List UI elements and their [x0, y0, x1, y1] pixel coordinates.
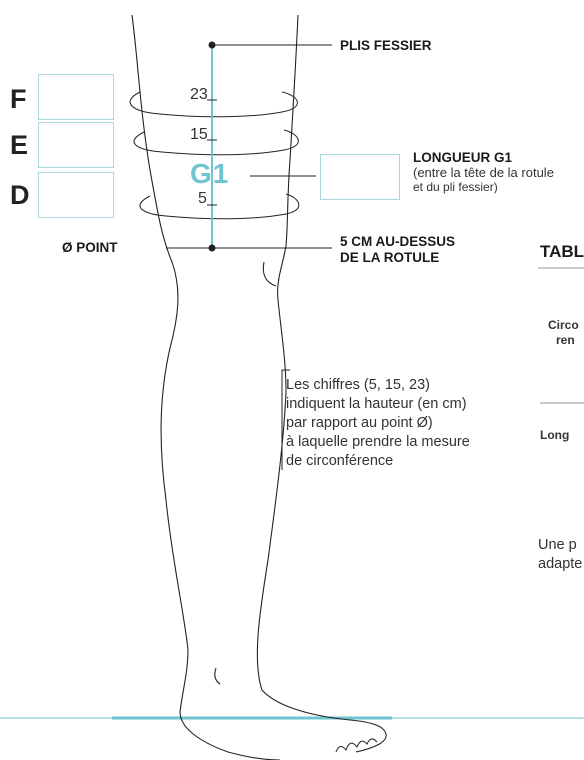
toes-mark — [336, 739, 377, 752]
right-panel-bottom-2: adapte — [538, 556, 582, 572]
circumference-ring-15 — [134, 130, 298, 155]
note-line-5: de circonférence — [286, 452, 526, 471]
note-line-1: Les chiffres (5, 15, 23) — [286, 376, 526, 395]
right-panel-long: Long — [540, 428, 569, 442]
longueur-g1-note-1: (entre la tête de la rotule — [413, 166, 554, 180]
field-f-box[interactable] — [38, 74, 114, 120]
field-e-letter: E — [10, 130, 28, 161]
field-d-letter: D — [10, 180, 30, 211]
right-panel-bottom-1: Une p — [538, 537, 577, 553]
five-cm-label-line1: 5 CM AU-DESSUS — [340, 234, 455, 249]
note-line-2: indiquent la hauteur (en cm) — [286, 395, 526, 414]
field-f-letter: F — [10, 84, 27, 115]
height-15: 15 — [190, 126, 208, 144]
note-line-4: à laquelle prendre la mesure — [286, 433, 526, 452]
right-panel-circ-2: ren — [556, 333, 575, 347]
circumference-ring-23 — [130, 92, 297, 117]
height-23: 23 — [190, 86, 208, 104]
point-zero-label: Ø POINT — [62, 240, 118, 255]
knee-mark — [263, 262, 276, 286]
circumference-ring-5 — [140, 194, 299, 219]
plis-fessier-label: PLIS FESSIER — [340, 38, 432, 53]
longueur-g1-box[interactable] — [320, 154, 400, 200]
height-5: 5 — [198, 190, 207, 208]
right-panel-title: TABL — [540, 242, 584, 262]
field-e-box[interactable] — [38, 122, 114, 168]
ankle-mark — [215, 668, 220, 684]
note-line-3: par rapport au point Ø) — [286, 414, 526, 433]
field-d-box[interactable] — [38, 172, 114, 218]
longueur-g1-note-2: et du pli fessier) — [413, 180, 498, 194]
right-panel-circ-1: Circo — [548, 318, 579, 332]
g1-label: G1 — [190, 158, 229, 190]
height-explanation-note: Les chiffres (5, 15, 23) indiquent la ha… — [286, 376, 526, 471]
five-cm-label-line2: DE LA ROTULE — [340, 250, 439, 265]
longueur-g1-label: LONGUEUR G1 — [413, 150, 512, 165]
